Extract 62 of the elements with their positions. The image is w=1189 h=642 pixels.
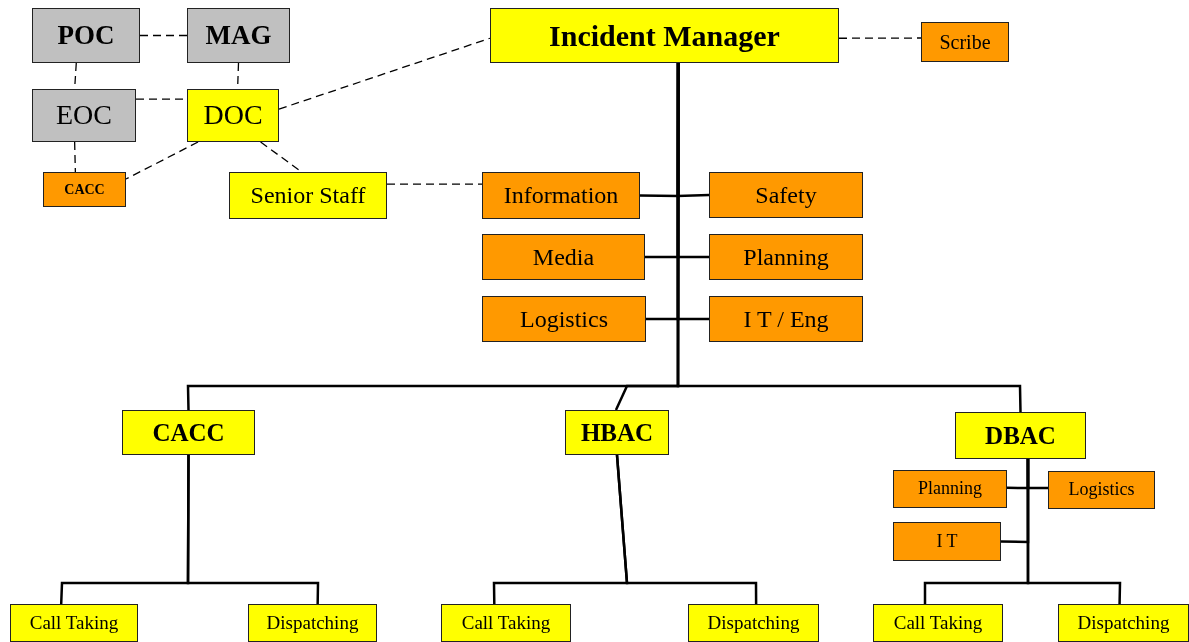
node-label: Dispatching: [266, 612, 359, 634]
role-box: [122, 410, 255, 455]
connector-line: [1026, 459, 1122, 605]
node-label: EOC: [56, 100, 112, 131]
manager-box: [490, 8, 839, 63]
office-box: [43, 172, 126, 207]
node-label: Information: [503, 182, 619, 209]
node-label: CACC: [152, 418, 225, 447]
role-box: [441, 604, 571, 642]
node-label: I T / Eng: [743, 305, 829, 333]
role-box: [893, 470, 1007, 508]
office-box: [187, 8, 290, 63]
node-label: Call Taking: [893, 612, 983, 634]
node-label: Call Taking: [29, 612, 119, 634]
node-label: Senior Staff: [250, 182, 366, 209]
node-label: Logistics: [1068, 480, 1135, 500]
node-label: Logistics: [520, 305, 608, 333]
node-label: DBAC: [985, 421, 1056, 450]
role-box: [688, 604, 819, 642]
role-box: [10, 604, 138, 642]
role-box: [482, 296, 646, 342]
dashed-connector: [139, 34, 188, 37]
node-label: Scribe: [939, 31, 991, 53]
node-label: Dispatching: [707, 612, 800, 634]
office-box: [32, 8, 140, 63]
role-box: [482, 234, 645, 280]
dashed-connector: [74, 141, 77, 173]
role-box: [1048, 471, 1155, 509]
dashed-connector: [278, 37, 491, 110]
node-label: I T: [936, 531, 958, 552]
dashed-connector: [125, 141, 199, 180]
role-box: [955, 412, 1086, 459]
office-box: [32, 89, 136, 142]
node-label: MAG: [205, 20, 272, 51]
node-label: Dispatching: [1077, 612, 1170, 634]
office-box: [187, 89, 279, 142]
dashed-connector: [838, 37, 922, 39]
node-label: Safety: [755, 181, 817, 209]
role-box: [709, 296, 863, 342]
node-label: CACC: [64, 181, 105, 198]
staff-box: [229, 172, 387, 219]
connector-line: [615, 454, 758, 604]
dashed-connector: [386, 183, 483, 185]
node-label: Call Taking: [461, 612, 551, 634]
role-box: [248, 604, 377, 642]
role-box: [893, 522, 1001, 561]
node-label: HBAC: [580, 418, 654, 447]
node-label: Planning: [743, 243, 829, 271]
role-box: [565, 410, 669, 455]
node-label: POC: [57, 20, 115, 51]
role-box: [709, 172, 863, 218]
connector-line: [186, 455, 320, 605]
node-label: Incident Manager: [549, 19, 780, 52]
role-box: [482, 172, 640, 219]
role-box: [1058, 604, 1189, 642]
node-label: DOC: [203, 100, 263, 131]
node-label: Planning: [918, 479, 982, 499]
role-box: [873, 604, 1003, 642]
node-label: Media: [532, 243, 595, 271]
role-box: [709, 234, 863, 280]
role-box: [921, 22, 1009, 62]
connector-line: [676, 63, 1022, 413]
